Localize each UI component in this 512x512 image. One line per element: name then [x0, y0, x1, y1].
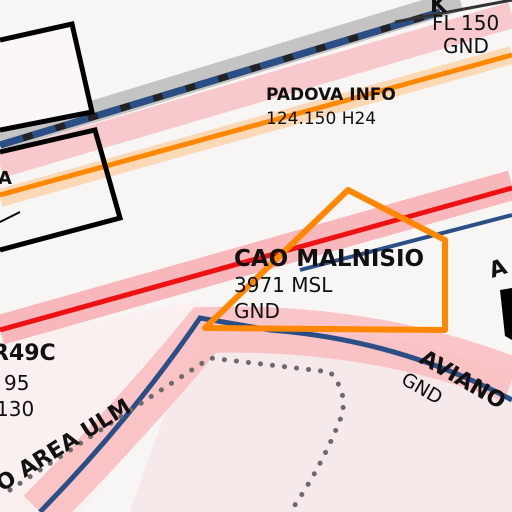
- blue-airway-boundary: [38, 315, 512, 512]
- upper-pink-band: [0, 2, 512, 178]
- blue-line-right-upper: [299, 213, 512, 272]
- cao-malnisio-label: CAO MALNISIO: [234, 246, 424, 272]
- short-black-tick: [0, 211, 21, 223]
- cao-lower-limit: GND: [234, 299, 280, 323]
- black-block-right: [500, 288, 512, 340]
- orange-triangle-area: [202, 187, 448, 333]
- r49c-upper-limit: 95: [4, 371, 29, 395]
- padova-info-label: PADOVA INFO: [266, 85, 396, 105]
- upper-thin-line: [394, 0, 512, 24]
- r49c-label: R49C: [0, 341, 56, 366]
- aviano-zone-fill: [130, 328, 512, 512]
- top-right-partial-label: K: [430, 0, 448, 18]
- r49c-lower-limit: 130: [0, 397, 34, 421]
- top-right-gnd-label: GND: [443, 34, 489, 58]
- padova-freq-label: 124.150 H24: [266, 109, 376, 129]
- dotted-boundary-line: [7, 355, 346, 512]
- black-frame-lower: [0, 127, 124, 253]
- black-frame-top: [0, 21, 96, 133]
- top-right-fl-label: FL 150: [432, 11, 499, 35]
- dashed-airway-dashes: [0, 8, 442, 149]
- right-partial-label: A: [486, 255, 510, 284]
- padova-info-boundary: [0, 52, 512, 198]
- cao-upper-limit: 3971 MSL: [234, 273, 333, 297]
- red-restricted-line: [0, 185, 512, 333]
- left-partial-label: A: [0, 168, 12, 189]
